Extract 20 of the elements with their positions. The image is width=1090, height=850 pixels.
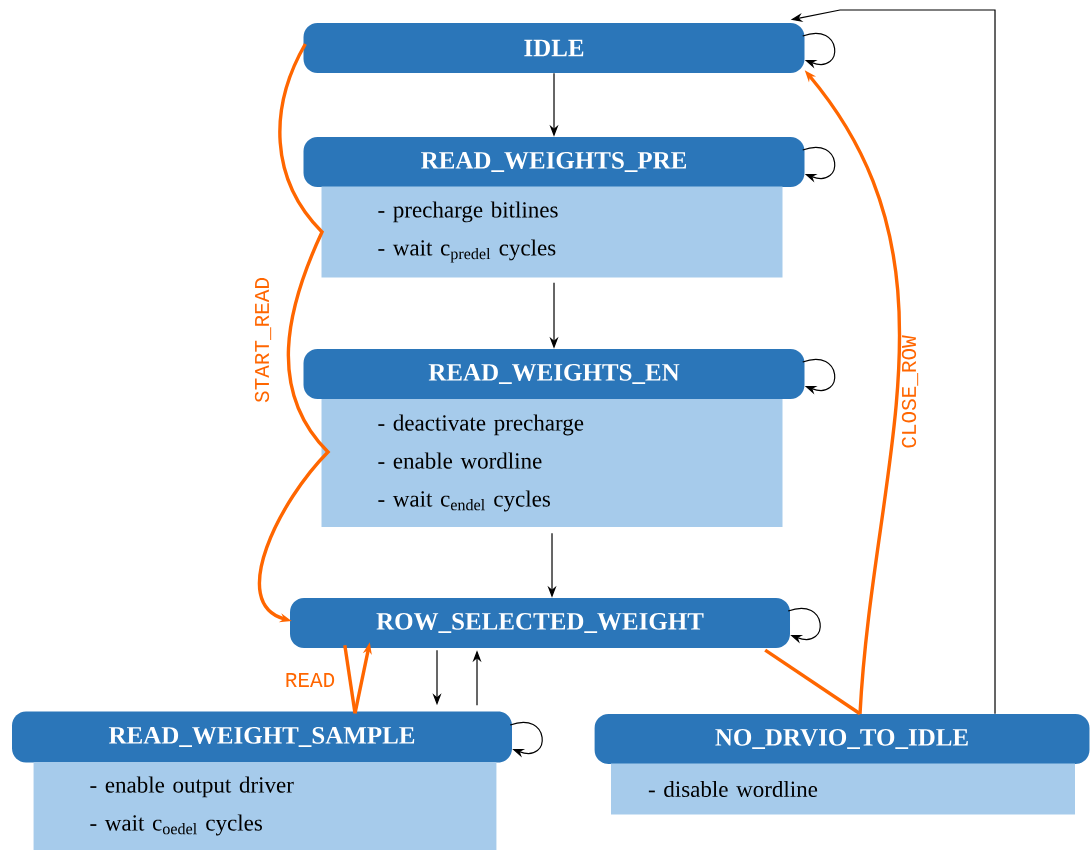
self-loop-arrow	[802, 147, 836, 183]
state-box: READ_WEIGHTS_EN	[303, 349, 805, 399]
connector-line	[764, 648, 861, 716]
description-panel: - precharge bitlines - wait c$_{predel}$ cycles	[321, 186, 783, 278]
self-loop-arrow	[509, 722, 543, 758]
description-panel: - disable wordline	[611, 763, 1075, 815]
edge-label: READ	[286, 673, 335, 687]
state-box: NO_DRVIO_TO_IDLE	[594, 714, 1090, 764]
self-loop-arrow	[802, 33, 836, 69]
self-loop-arrow	[802, 359, 836, 395]
state-box: ROW_SELECTED_WEIGHT	[290, 598, 790, 648]
state-box: IDLE	[303, 23, 805, 73]
edge-label: CLOSE_ROW	[901, 335, 919, 448]
edge-label: START_READ	[254, 278, 272, 403]
connector-line	[343, 644, 357, 714]
state-box: READ_WEIGHT_SAMPLE	[12, 711, 512, 763]
description-panel: - enable output driver - wait c$_{oedel}$ cycles	[33, 762, 497, 850]
description-panel: - deactivate precharge - enable wordline - wait c$_{endel}$ cycles	[321, 399, 783, 527]
state-box: READ_WEIGHTS_PRE	[303, 137, 805, 187]
self-loop-arrow	[787, 608, 821, 644]
